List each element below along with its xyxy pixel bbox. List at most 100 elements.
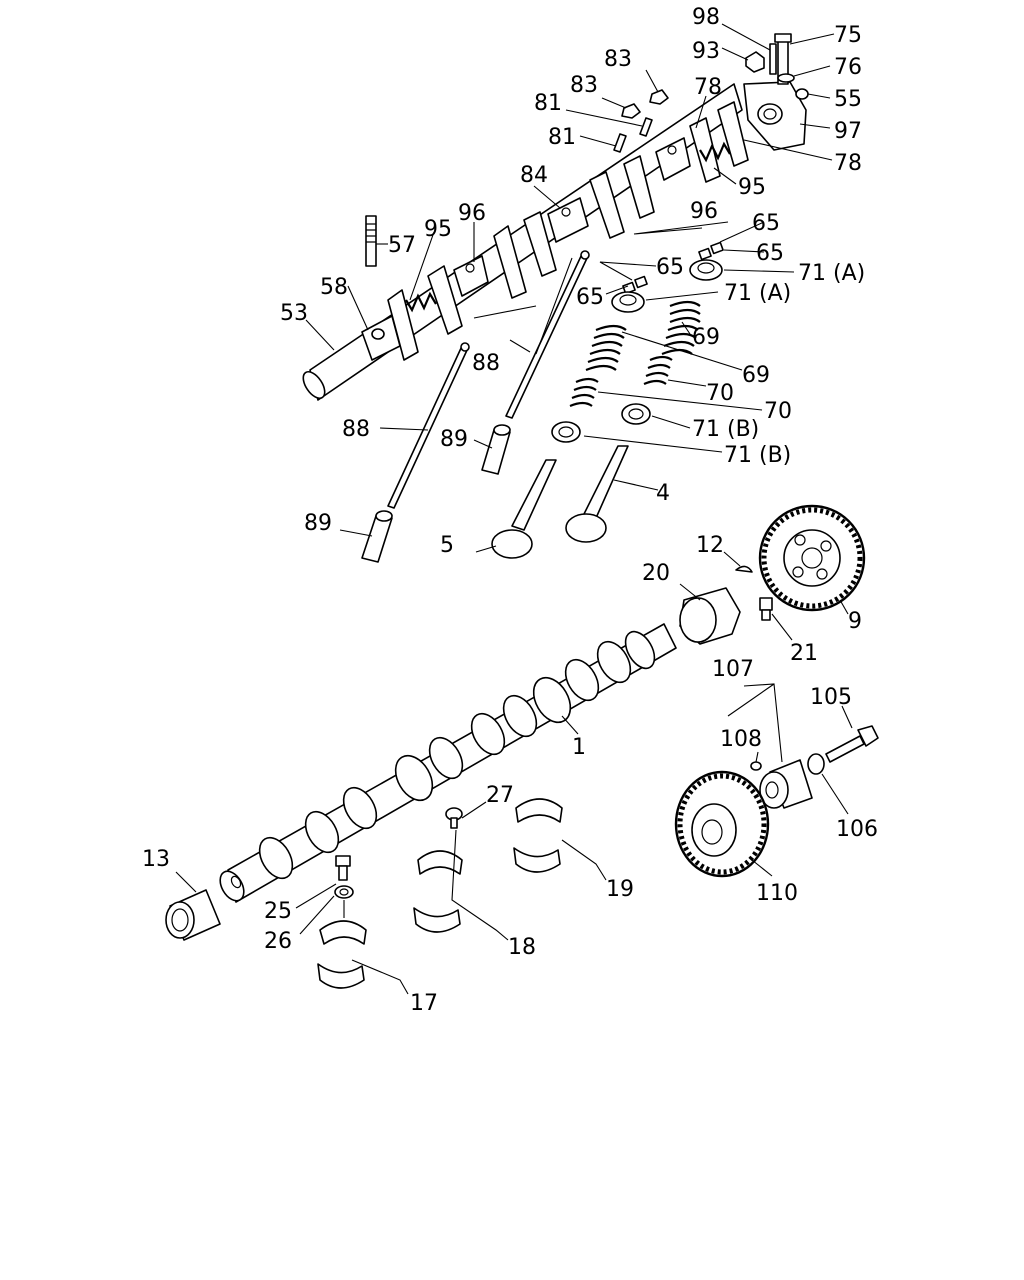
bearing-13 <box>165 889 221 941</box>
callout-65: 65 <box>752 211 780 236</box>
callout-65: 65 <box>756 241 784 266</box>
callout-71a: 71 (A) <box>798 261 865 286</box>
washer-76 <box>777 73 795 83</box>
bolt-75 <box>774 33 792 85</box>
idler-shaft-107 <box>759 759 813 809</box>
callout-69: 69 <box>742 363 770 388</box>
callout-76: 76 <box>834 55 862 80</box>
callout-71b: 71 (B) <box>724 443 791 468</box>
thrust-plate-20 <box>679 587 741 645</box>
callout-83: 83 <box>604 47 632 72</box>
woodruff-key-12 <box>735 565 753 573</box>
outer-valve-spring-69a <box>661 300 701 356</box>
callout-84: 84 <box>520 163 548 188</box>
plug-55 <box>795 88 809 100</box>
spring-retainer-71a-2 <box>611 291 645 313</box>
callout-69: 69 <box>692 325 720 350</box>
callout-17: 17 <box>410 991 438 1016</box>
callout-93: 93 <box>692 39 720 64</box>
callout-78: 78 <box>694 75 722 100</box>
bearing-18 <box>413 850 463 933</box>
callout-107: 107 <box>712 657 754 682</box>
callout-108: 108 <box>720 727 762 752</box>
callout-89: 89 <box>304 511 332 536</box>
callout-labels: 98 75 93 76 55 97 83 83 78 78 81 81 84 9… <box>142 5 878 1016</box>
tappet-89-left <box>361 510 393 563</box>
callout-95: 95 <box>738 175 766 200</box>
plug-108 <box>750 761 762 771</box>
rocker-arm-group-right <box>589 101 749 239</box>
callout-65: 65 <box>576 285 604 310</box>
callout-110: 110 <box>756 881 798 906</box>
callout-88: 88 <box>472 351 500 376</box>
bolt-105 <box>825 725 879 763</box>
rocker-arm-group-left <box>387 211 557 361</box>
callout-65: 65 <box>656 255 684 280</box>
callout-57: 57 <box>388 233 416 258</box>
callout-98: 98 <box>692 5 720 30</box>
shaft-bracket-84 <box>547 197 589 243</box>
adjust-screw-81a <box>613 133 627 153</box>
shaft-bracket-96-right <box>655 137 691 181</box>
callout-78: 78 <box>834 151 862 176</box>
adjust-nut-83a <box>621 103 641 119</box>
bearing-17 <box>317 920 367 989</box>
callout-71a: 71 (A) <box>724 281 791 306</box>
bolt-25 <box>335 855 351 881</box>
outer-valve-spring-69b <box>585 324 627 372</box>
callout-95: 95 <box>424 217 452 242</box>
callout-70: 70 <box>764 399 792 424</box>
callout-20: 20 <box>642 561 670 586</box>
callout-70: 70 <box>706 381 734 406</box>
washer-106 <box>807 753 825 775</box>
callout-19: 19 <box>606 877 634 902</box>
callout-89: 89 <box>440 427 468 452</box>
push-rod-88-left <box>387 342 470 509</box>
stud-bolt-57 <box>365 215 377 267</box>
callout-106: 106 <box>836 817 878 842</box>
callout-21: 21 <box>790 641 818 666</box>
shaft-bracket-96-left <box>453 255 489 297</box>
valve-keeper-65-group <box>622 241 724 295</box>
adjust-screw-81b <box>639 117 653 137</box>
spring-seat-71b-1 <box>621 403 651 425</box>
callout-96: 96 <box>690 199 718 224</box>
washer-26 <box>334 885 354 899</box>
callout-12: 12 <box>696 533 724 558</box>
spring-seat-71b-2 <box>551 421 581 443</box>
callout-58: 58 <box>320 275 348 300</box>
rocker-shaft-assembly <box>302 33 809 401</box>
callout-5: 5 <box>440 533 454 558</box>
cam-lobes <box>258 630 656 880</box>
spring-retainer-71a-1 <box>689 259 723 281</box>
shaft-spring-95-left <box>405 291 437 313</box>
callout-88: 88 <box>342 417 370 442</box>
callout-81: 81 <box>534 91 562 116</box>
callout-81: 81 <box>548 125 576 150</box>
callout-83: 83 <box>570 73 598 98</box>
end-bracket-97 <box>743 81 807 151</box>
cam-gear-9 <box>758 504 866 612</box>
callout-25: 25 <box>264 899 292 924</box>
bolt-27 <box>445 807 463 829</box>
pin-98 <box>769 43 777 75</box>
idler-gear-110 <box>674 770 770 878</box>
callout-96: 96 <box>458 201 486 226</box>
callout-13: 13 <box>142 847 170 872</box>
nut-93 <box>745 51 765 73</box>
tappet-89-right <box>481 424 511 475</box>
inner-valve-spring-70a <box>643 355 673 386</box>
callout-18: 18 <box>508 935 536 960</box>
valve-4 <box>565 445 629 543</box>
adjust-nut-83b <box>649 89 669 105</box>
camshaft-1 <box>219 623 677 903</box>
inner-valve-spring-70b <box>569 377 599 408</box>
bolt-21 <box>759 597 773 621</box>
callout-27: 27 <box>486 783 514 808</box>
push-rod-88-right <box>505 250 590 419</box>
callout-105: 105 <box>810 685 852 710</box>
callout-97: 97 <box>834 119 862 144</box>
callout-4: 4 <box>656 481 670 506</box>
callout-75: 75 <box>834 23 862 48</box>
callout-53: 53 <box>280 301 308 326</box>
